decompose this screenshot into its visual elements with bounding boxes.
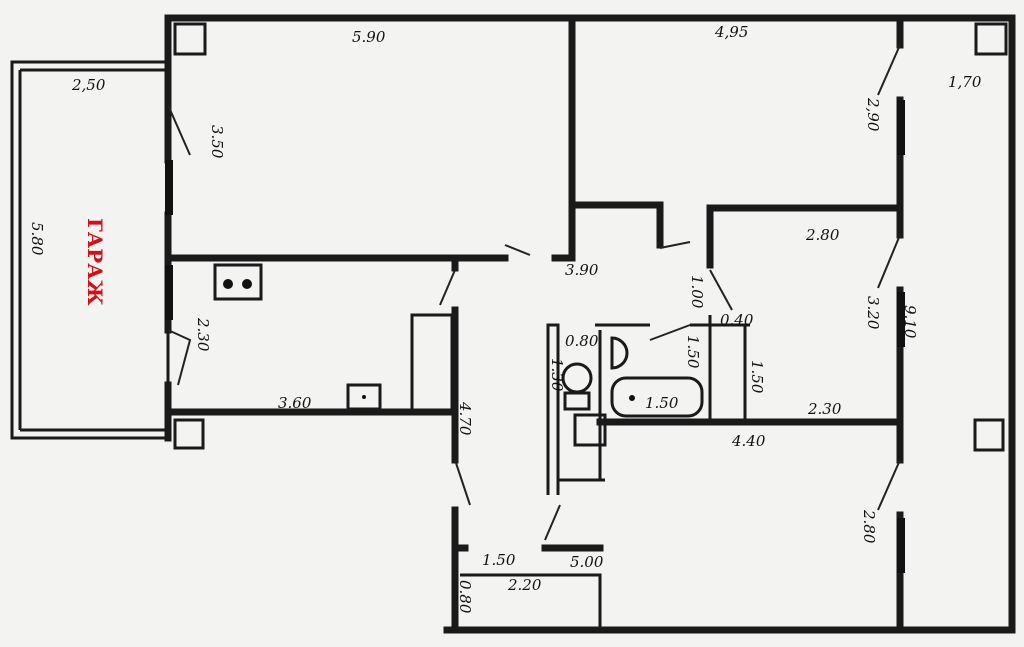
dim-hall-right: 1,70 — [948, 73, 982, 91]
doors — [167, 44, 901, 541]
dim-kitchen-depth: 2.30 — [194, 317, 212, 352]
dim-balcony-depth: 0.80 — [456, 580, 474, 614]
dim-room2-width: 4,95 — [714, 23, 748, 41]
fixtures — [213, 263, 704, 418]
garage-label: ГАРАЖ — [83, 218, 107, 306]
dim-entry-width: 1.50 — [482, 551, 516, 569]
dim-closet-depth: 1.00 — [688, 275, 706, 309]
toilet-icon — [561, 362, 593, 411]
dim-door-right-top: 2,90 — [864, 97, 882, 132]
dim-room4-depth: 2.80 — [860, 509, 878, 544]
garage — [10, 60, 170, 440]
dim-corridor-len: 5.00 — [570, 553, 604, 571]
dim-wc-depth: 1.30 — [548, 358, 566, 392]
dim-bath-depth-b: 1.50 — [748, 360, 766, 394]
dim-room1-depth: 3.50 — [208, 125, 226, 159]
bathtub-icon — [610, 376, 704, 418]
windows — [165, 100, 905, 573]
dim-kitchen-width: 3.60 — [278, 394, 312, 412]
dim-balcony-width: 2.20 — [507, 576, 542, 594]
dim-wc-width: 0.80 — [565, 332, 599, 350]
dim-corridor-depth: 4.70 — [456, 401, 474, 436]
dimension-labels: 5.90 3.50 4,95 1,70 2,90 2,50 5.80 ГАРАЖ… — [28, 23, 982, 614]
dim-hall-width: 3.90 — [565, 261, 599, 279]
dim-total-depth: 9.10 — [901, 305, 919, 339]
dim-garage-width: 2,50 — [71, 76, 106, 94]
dim-room3-depth: 3.20 — [864, 296, 882, 330]
dim-garage-depth: 5.80 — [28, 222, 46, 256]
washbasin-icon — [610, 336, 629, 370]
dim-room4-width: 4.40 — [731, 432, 766, 450]
dim-room3-bottom: 2.30 — [807, 400, 842, 418]
dim-room3-width: 2.80 — [805, 226, 840, 244]
stove-icon — [213, 263, 263, 301]
dim-room1-width: 5.90 — [352, 28, 386, 46]
sink-icon — [346, 383, 382, 411]
dim-bath-width: 1.50 — [645, 394, 679, 412]
dim-closet-width: 0.40 — [720, 311, 754, 329]
dim-bath-depth-a: 1.50 — [684, 335, 702, 369]
